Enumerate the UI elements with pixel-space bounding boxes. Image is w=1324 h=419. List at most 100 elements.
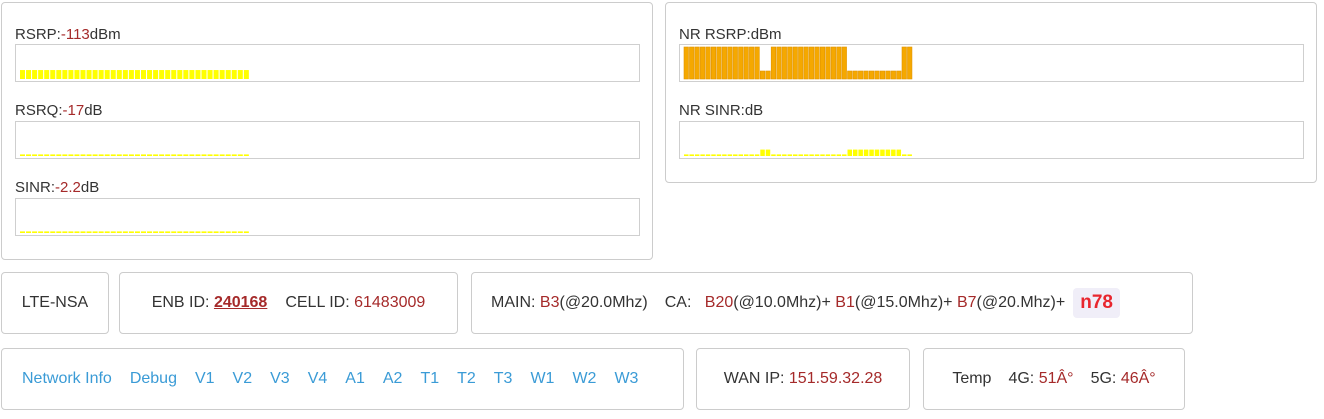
chart-bar bbox=[74, 154, 80, 156]
chart-bar bbox=[825, 46, 831, 80]
chart-bar bbox=[98, 70, 104, 79]
chart-bar bbox=[874, 70, 880, 80]
chart-bar bbox=[92, 70, 98, 79]
chart-bar bbox=[44, 70, 50, 79]
chart-bar bbox=[863, 70, 869, 80]
chart-bar bbox=[44, 231, 50, 233]
chart-bar bbox=[716, 154, 722, 156]
chart-bar bbox=[213, 70, 219, 79]
chart-bar bbox=[814, 46, 820, 80]
chart-bar bbox=[760, 70, 766, 80]
chart-bar bbox=[738, 154, 743, 156]
chart-bar bbox=[841, 46, 847, 80]
nr-sinr-chart bbox=[684, 149, 912, 156]
chart-bar bbox=[749, 154, 754, 156]
nav-links: Network Info Debug V1 V2 V3 V4 A1 A2 T1 … bbox=[1, 348, 684, 410]
chart-bar bbox=[128, 70, 134, 79]
nav-v3[interactable]: V3 bbox=[270, 370, 290, 387]
temp-4g-value: 51Â° bbox=[1038, 370, 1074, 387]
chart-bar bbox=[743, 154, 749, 156]
chart-bar bbox=[159, 154, 165, 156]
chart-bar bbox=[754, 154, 760, 156]
chart-bar bbox=[26, 231, 32, 233]
cell-id: 61483009 bbox=[354, 294, 426, 311]
nav-debug[interactable]: Debug bbox=[129, 370, 177, 387]
chart-bar bbox=[147, 231, 153, 233]
chart-bar bbox=[153, 70, 159, 79]
chart-bar bbox=[225, 231, 231, 233]
chart-bar bbox=[68, 154, 74, 156]
nav-v4[interactable]: V4 bbox=[307, 370, 328, 387]
nav-t3[interactable]: T3 bbox=[493, 370, 513, 387]
chart-bar bbox=[110, 154, 116, 156]
chart-bar bbox=[38, 231, 44, 233]
nav-t2[interactable]: T2 bbox=[457, 370, 476, 387]
chart-bar bbox=[104, 154, 110, 156]
chart-bar bbox=[776, 154, 782, 156]
chart-bar bbox=[201, 231, 207, 233]
chart-bar bbox=[891, 149, 896, 156]
chart-bar bbox=[147, 154, 153, 156]
chart-bar bbox=[820, 154, 825, 156]
nav-a1[interactable]: A1 bbox=[345, 370, 365, 387]
chart-bar bbox=[50, 70, 56, 79]
chart-bar bbox=[68, 231, 74, 233]
nav-network-info[interactable]: Network Info bbox=[22, 370, 112, 387]
chart-bar bbox=[195, 231, 201, 233]
chart-bar bbox=[80, 231, 86, 233]
wan-ip: 151.59.32.28 bbox=[788, 370, 883, 387]
chart-bar bbox=[195, 154, 201, 156]
chart-bar bbox=[183, 154, 189, 156]
sinr-graph bbox=[15, 198, 640, 236]
chart-bar bbox=[231, 70, 237, 79]
chart-bar bbox=[231, 231, 237, 233]
chart-bar bbox=[836, 154, 842, 156]
chart-bar bbox=[787, 46, 793, 80]
nav-w3[interactable]: W3 bbox=[614, 370, 639, 387]
ca-band-3: B7 bbox=[956, 294, 977, 311]
chart-bar bbox=[863, 149, 869, 156]
chart-bar bbox=[128, 154, 134, 156]
chart-bar bbox=[134, 154, 140, 156]
chart-bar bbox=[727, 46, 733, 80]
nav-v1[interactable]: V1 bbox=[194, 370, 215, 387]
chart-bar bbox=[122, 70, 128, 79]
chart-bar bbox=[68, 70, 74, 79]
chart-bar bbox=[243, 70, 249, 79]
chart-bar bbox=[153, 154, 159, 156]
chart-bar bbox=[50, 154, 56, 156]
chart-bar bbox=[20, 231, 25, 233]
enb-id-link[interactable]: 240168 bbox=[213, 294, 268, 311]
enb-label: ENB ID: bbox=[151, 294, 210, 311]
chart-bar bbox=[705, 154, 711, 156]
chart-bar bbox=[858, 70, 864, 80]
chart-bar bbox=[793, 154, 798, 156]
chart-bar bbox=[116, 231, 122, 233]
chart-bar bbox=[62, 154, 68, 156]
nav-v2[interactable]: V2 bbox=[232, 370, 253, 387]
chart-bar bbox=[243, 231, 249, 233]
chart-bar bbox=[732, 46, 738, 80]
temp-5g-value: 46Â° bbox=[1120, 370, 1156, 387]
nav-w2[interactable]: W2 bbox=[572, 370, 597, 387]
nr-band-badge: n78 bbox=[1073, 288, 1120, 318]
chart-bar bbox=[743, 46, 749, 80]
sinr-label: SINR:-2.2dB bbox=[15, 179, 100, 196]
nav-a2[interactable]: A2 bbox=[382, 370, 403, 387]
rsrq-value: -17 bbox=[62, 102, 85, 119]
chart-bar bbox=[141, 231, 146, 233]
ca-band-1: B20 bbox=[704, 294, 734, 311]
network-mode: LTE-NSA bbox=[21, 294, 89, 311]
ca-bandwidth-3: (@20.Mhz)+ bbox=[976, 294, 1066, 311]
nav-w1[interactable]: W1 bbox=[530, 370, 555, 387]
chart-bar bbox=[213, 231, 219, 233]
nav-t1[interactable]: T1 bbox=[420, 370, 440, 387]
chart-bar bbox=[896, 70, 902, 80]
chart-bar bbox=[852, 149, 858, 156]
temp-box: Temp 4G: 51Â° 5G: 46Â° bbox=[923, 348, 1185, 410]
chart-bar bbox=[26, 154, 32, 156]
chart-bar bbox=[219, 231, 225, 233]
chart-bar bbox=[86, 154, 92, 156]
chart-bar bbox=[836, 46, 842, 80]
chart-bar bbox=[38, 70, 44, 79]
